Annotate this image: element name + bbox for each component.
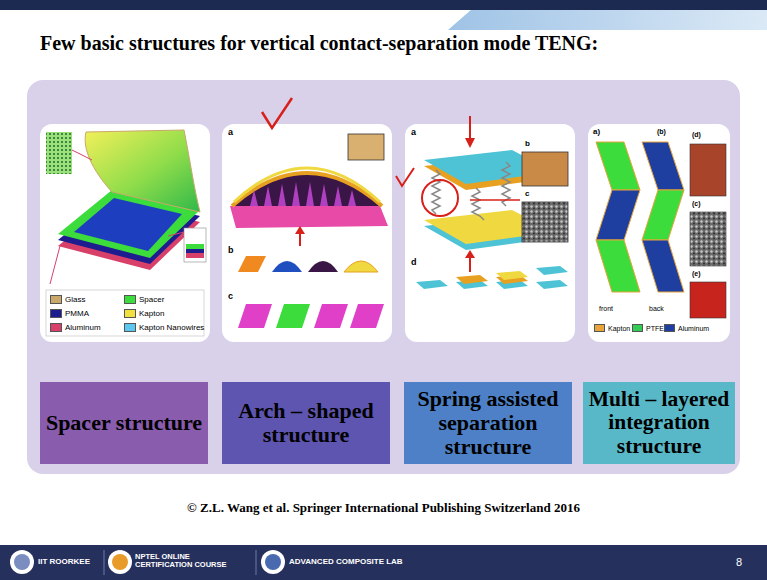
footer-text: NPTEL ONLINE CERTIFICATION COURSE bbox=[135, 553, 245, 570]
figure-label: a) bbox=[592, 128, 601, 137]
header-band bbox=[0, 0, 767, 30]
figure-label: back bbox=[648, 305, 665, 313]
legend-text: Glass bbox=[65, 295, 85, 304]
legend-text: Kapton bbox=[139, 309, 164, 318]
footer-text: ADVANCED COMPOSITE LAB bbox=[289, 558, 403, 567]
figure-label: (e) bbox=[691, 270, 702, 278]
legend-swatch bbox=[50, 295, 62, 304]
legend-text: Aluminum bbox=[678, 325, 709, 332]
figure-label: b bbox=[524, 140, 531, 149]
legend-swatch bbox=[124, 323, 136, 332]
legend-text: Kapton bbox=[608, 325, 630, 332]
footer-text: 8 bbox=[736, 556, 742, 568]
legend-entry: PTFE bbox=[632, 324, 664, 332]
legend-swatch bbox=[124, 309, 136, 318]
legend-entry: Glass bbox=[50, 295, 85, 304]
figure-label: d bbox=[410, 258, 418, 268]
figure-label: (c) bbox=[691, 200, 702, 208]
figure-label: a bbox=[410, 128, 417, 138]
figure-label: (d) bbox=[691, 131, 702, 139]
legend-entry: Aluminum bbox=[50, 323, 101, 332]
legend-entry: Kapton bbox=[124, 309, 164, 318]
legend-entry: Kapton Nanowires bbox=[124, 323, 204, 332]
legend-text: Spacer bbox=[139, 295, 164, 304]
figure-label: c bbox=[227, 292, 234, 302]
box-label: Multi – layered integration structure bbox=[588, 388, 730, 459]
structure-box: Arch – shaped structure bbox=[222, 382, 390, 464]
spacer-figure bbox=[46, 130, 206, 336]
box-label: Arch – shaped structure bbox=[227, 399, 385, 447]
zigzag-figure bbox=[596, 142, 726, 318]
box-label: Spacer structure bbox=[46, 411, 202, 435]
figure-label: b bbox=[227, 246, 235, 256]
footer-text: IIT ROORKEE bbox=[38, 558, 90, 567]
legend-entry: PMMA bbox=[50, 309, 89, 318]
structure-box: Spacer structure bbox=[40, 382, 208, 464]
structure-box: Multi – layered integration structure bbox=[583, 382, 735, 464]
legend-swatch bbox=[124, 295, 136, 304]
legend-text: Kapton Nanowires bbox=[139, 323, 204, 332]
content-panel bbox=[27, 80, 740, 474]
legend-swatch bbox=[50, 309, 62, 318]
legend-swatch bbox=[50, 323, 62, 332]
arch-figure bbox=[230, 98, 388, 328]
legend-swatch bbox=[664, 324, 675, 332]
legend-text: PMMA bbox=[65, 309, 89, 318]
figure-label: a bbox=[227, 128, 234, 138]
figure-label: front bbox=[598, 305, 614, 313]
copyright-caption: © Z.L. Wang et al. Springer Internationa… bbox=[0, 500, 767, 516]
legend-entry: Kapton bbox=[594, 324, 630, 332]
figure-label: c bbox=[524, 190, 530, 199]
figure-label: (b) bbox=[656, 128, 667, 136]
legend-entry: Aluminum bbox=[664, 324, 709, 332]
footer-band bbox=[0, 545, 767, 580]
box-label: Spring assisted separation structure bbox=[409, 387, 567, 460]
legend-swatch bbox=[632, 324, 643, 332]
legend-text: PTFE bbox=[646, 325, 664, 332]
structure-box: Spring assisted separation structure bbox=[404, 382, 572, 464]
spring-figure bbox=[396, 116, 568, 289]
figure-panels bbox=[40, 124, 730, 342]
legend-text: Aluminum bbox=[65, 323, 101, 332]
slide-title: Few basic structures for vertical contac… bbox=[40, 32, 598, 55]
legend-entry: Spacer bbox=[124, 295, 164, 304]
legend-swatch bbox=[594, 324, 605, 332]
